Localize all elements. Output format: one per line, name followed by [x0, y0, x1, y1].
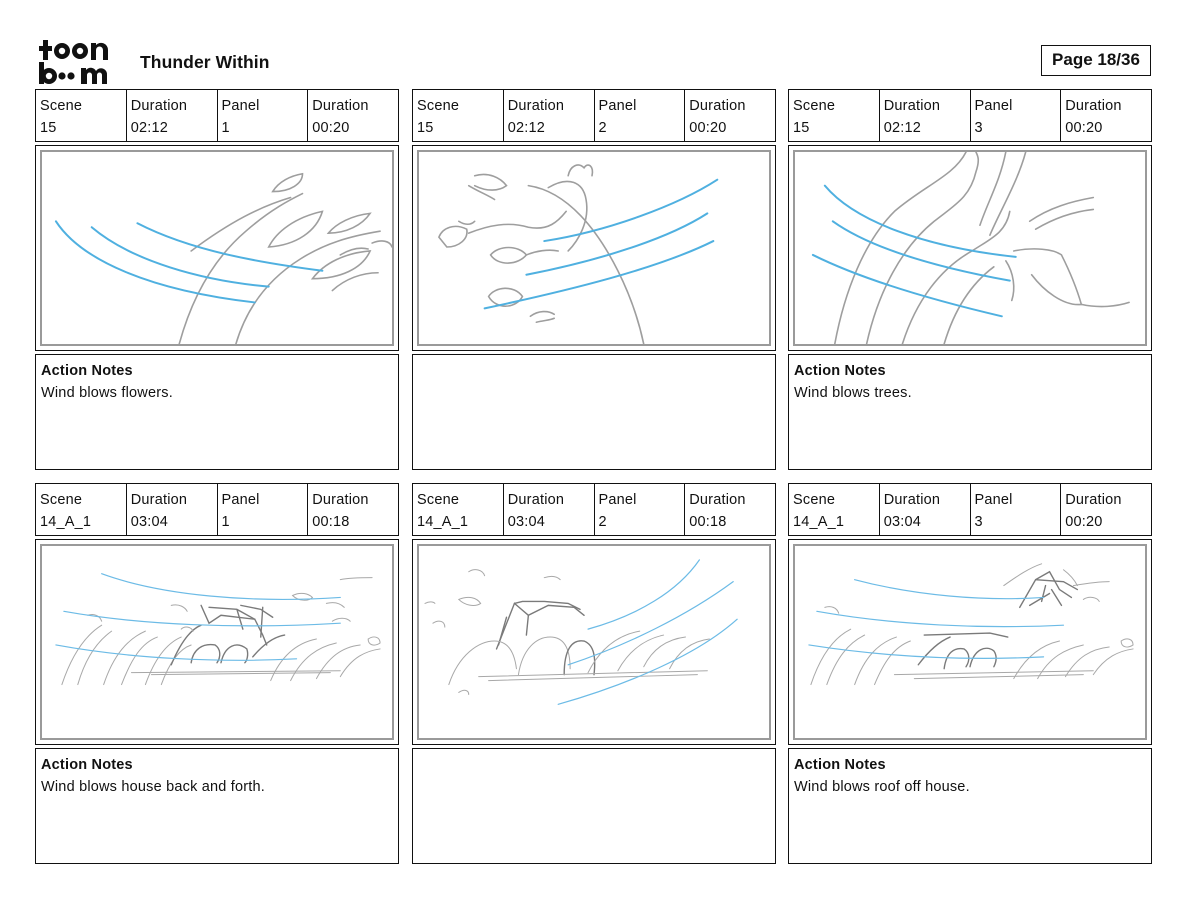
panel-duration-value: 00:18: [689, 514, 727, 530]
action-notes-box[interactable]: Action Notes Wind blows trees.: [788, 354, 1152, 470]
scene-duration-value: 03:04: [130, 514, 169, 530]
panel-image-frame[interactable]: [788, 539, 1152, 745]
house-wind-sketch: [55, 573, 381, 686]
panel-duration-value: 00:20: [1065, 514, 1103, 530]
panel-image-frame[interactable]: [788, 145, 1152, 351]
scene-duration-value: 02:12: [130, 120, 169, 136]
panel-duration-value: 00:20: [1065, 120, 1103, 136]
panel-value: 2: [598, 120, 607, 136]
scene-value: 15: [417, 120, 434, 136]
panel-value: 1: [221, 514, 230, 530]
scene-duration-value: 03:04: [883, 514, 922, 530]
action-notes-box[interactable]: Action Notes Wind blows house back and f…: [35, 748, 399, 864]
panel-image-frame[interactable]: [35, 145, 399, 351]
action-notes-heading: Action Notes: [41, 757, 133, 773]
scene-value: 14_A_1: [417, 514, 469, 530]
scene-value: 14_A_1: [40, 514, 92, 530]
action-notes-heading: Action Notes: [794, 363, 886, 379]
panel-image-frame[interactable]: [412, 145, 776, 351]
action-notes-text: Wind blows flowers.: [41, 385, 173, 401]
scene-duration-value: 02:12: [883, 120, 922, 136]
page-number: Page 18/36: [1041, 45, 1151, 76]
action-notes-text: Wind blows house back and forth.: [41, 779, 266, 795]
panel-image-frame[interactable]: [35, 539, 399, 745]
panel-value: 1: [221, 120, 230, 136]
scene-value: 15: [793, 120, 810, 136]
panel-image-frame[interactable]: [412, 539, 776, 745]
action-notes-box[interactable]: [412, 748, 776, 864]
flowers-closeup-sketch: [437, 164, 719, 344]
roof-off-sketch: [808, 563, 1134, 686]
toonboom-logo: [39, 40, 109, 84]
scene-duration-value: 03:04: [507, 514, 546, 530]
trees-wind-sketch: [811, 152, 1130, 344]
action-notes-heading: Action Notes: [794, 757, 886, 773]
action-notes-heading: Action Notes: [41, 363, 133, 379]
panel-duration-value: 00:18: [312, 514, 350, 530]
action-notes-box[interactable]: [412, 354, 776, 470]
action-notes-box[interactable]: Action Notes Wind blows flowers.: [35, 354, 399, 470]
document-title: Thunder Within: [140, 52, 270, 72]
scene-duration-value: 02:12: [507, 120, 546, 136]
scene-value: 14_A_1: [793, 514, 845, 530]
scene-value: 15: [40, 120, 57, 136]
house-tilt-sketch: [424, 559, 738, 705]
panel-value: 3: [974, 514, 983, 530]
panel-value: 2: [598, 514, 607, 530]
action-notes-text: Wind blows roof off house.: [794, 779, 970, 795]
action-notes-box[interactable]: Action Notes Wind blows roof off house.: [788, 748, 1152, 864]
panel-duration-value: 00:20: [689, 120, 727, 136]
panel-value: 3: [974, 120, 983, 136]
flowers-wind-sketch: [54, 172, 392, 344]
action-notes-text: Wind blows trees.: [794, 385, 912, 401]
panel-duration-value: 00:20: [312, 120, 350, 136]
